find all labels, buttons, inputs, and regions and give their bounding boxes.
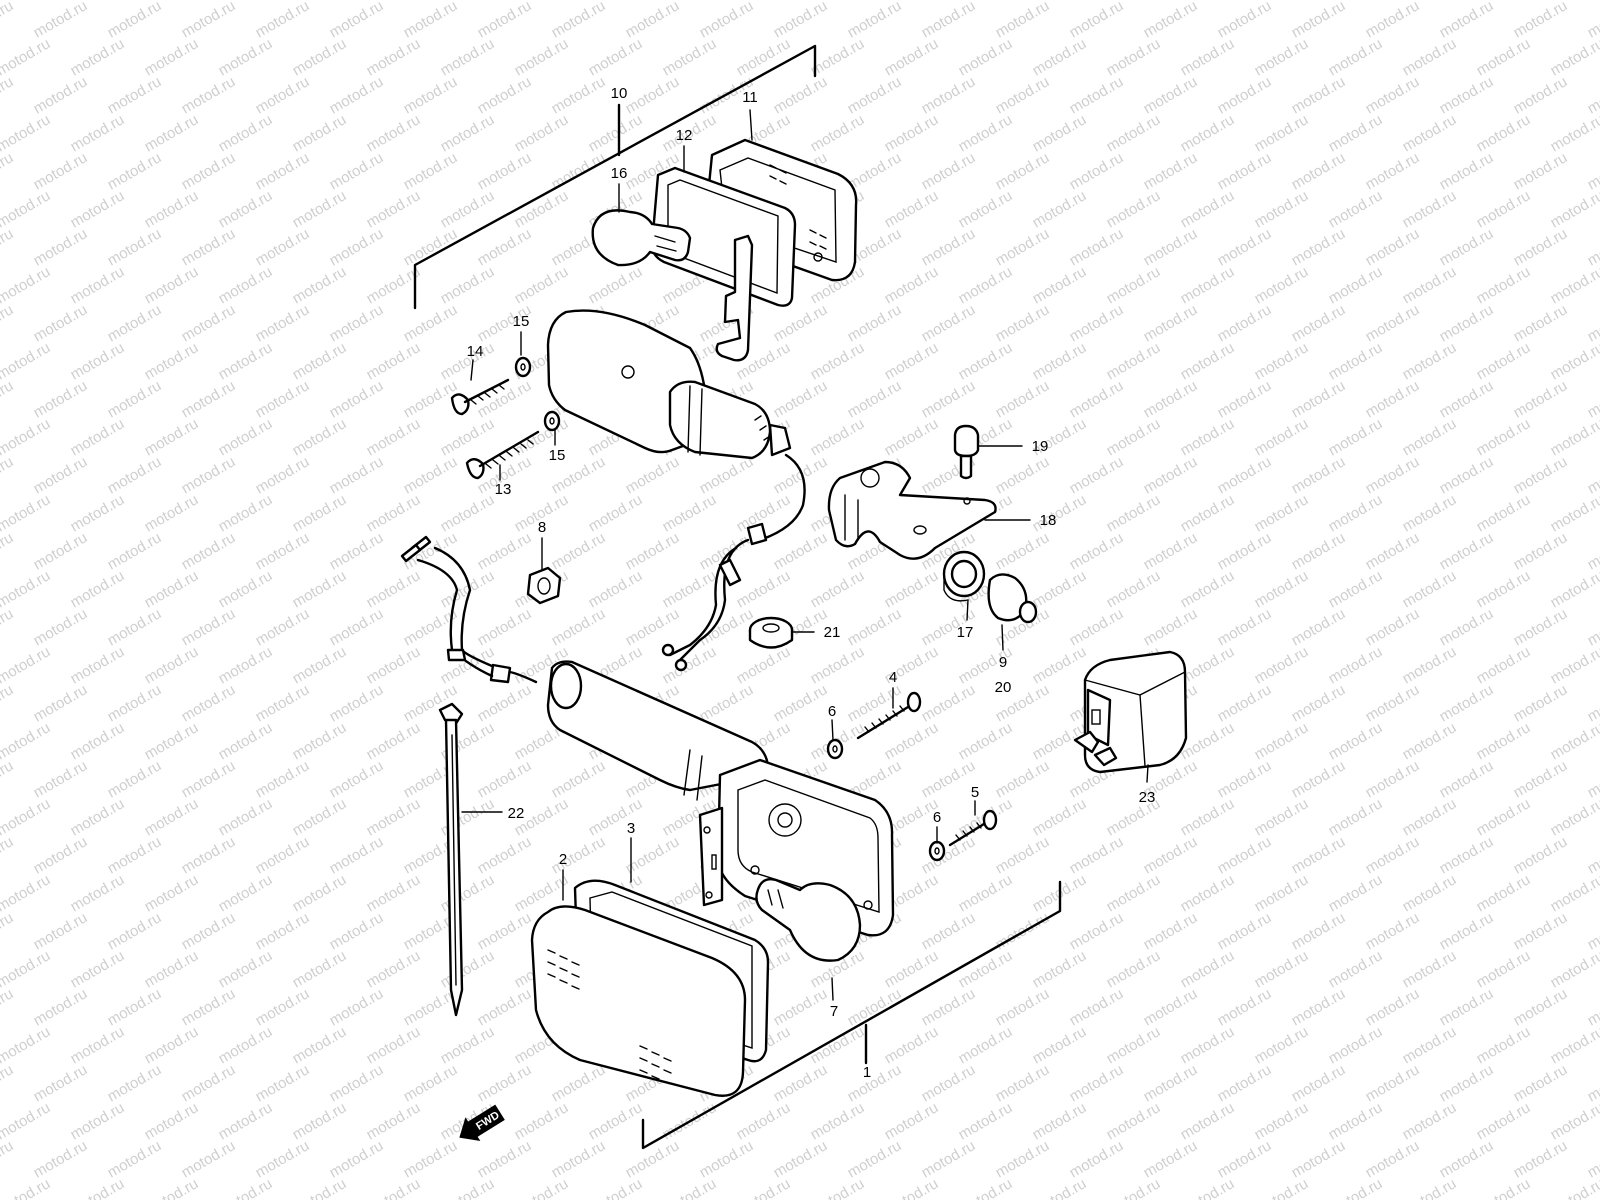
part-label-23: 23 — [1139, 789, 1156, 806]
part-label-11: 11 — [742, 89, 758, 106]
part-label-7: 7 — [830, 1003, 838, 1020]
part-label-19: 19 — [1032, 438, 1049, 455]
part-label-6-right: 6 — [933, 809, 941, 826]
upper-bulb — [591, 209, 692, 267]
lower-signal-wire — [400, 535, 538, 684]
screw-4 — [856, 691, 922, 740]
nut-8 — [526, 566, 562, 605]
part-label-16: 16 — [611, 165, 628, 182]
bolt-19 — [953, 424, 980, 480]
part-label-5: 5 — [971, 784, 979, 801]
lower-assembly-bracket — [641, 880, 1062, 1150]
part-label-18: 18 — [1040, 512, 1057, 529]
leader-lines — [461, 109, 1149, 1001]
part-label-10: 10 — [611, 85, 628, 102]
part-label-2: 2 — [559, 851, 567, 868]
part-label-22: 22 — [508, 805, 525, 822]
rubber-ring-21 — [748, 616, 794, 649]
washer-6-left — [826, 738, 844, 760]
lower-bulb — [755, 877, 862, 962]
mount-bracket-18 — [827, 460, 997, 560]
upper-assembly-bracket — [413, 44, 817, 310]
washer-15-upper — [514, 356, 532, 378]
part-label-14: 14 — [467, 343, 484, 360]
cable-tie-22 — [438, 702, 464, 1017]
part-label-8: 8 — [538, 519, 546, 536]
upper-signal-housing — [546, 309, 792, 460]
upper-signal-wire — [661, 453, 806, 672]
part-label-4: 4 — [889, 669, 897, 686]
part-label-20: 20 — [995, 679, 1012, 696]
part-label-17: 17 — [957, 624, 974, 641]
screw-14 — [450, 378, 510, 416]
part-labels: 10 11 12 16 15 14 15 13 8 19 18 17 9 20 … — [467, 85, 1156, 1081]
part-label-3: 3 — [627, 820, 635, 837]
part-label-6-left: 6 — [828, 703, 836, 720]
part-label-15-lower: 15 — [549, 447, 566, 464]
part-label-13: 13 — [495, 481, 512, 498]
part-label-15-upper: 15 — [513, 313, 530, 330]
washer-6-right — [928, 840, 946, 862]
grommet-17 — [942, 550, 986, 602]
screw-13 — [465, 430, 540, 480]
grommet-9 — [987, 573, 1038, 624]
upper-socket-bracket — [715, 234, 754, 362]
part-label-1: 1 — [863, 1064, 871, 1081]
part-label-12: 12 — [676, 127, 693, 144]
relay-23 — [1073, 650, 1188, 774]
screw-5 — [948, 809, 998, 847]
part-label-21: 21 — [824, 624, 841, 641]
washer-15-lower — [543, 410, 561, 432]
lower-lens — [530, 905, 747, 1097]
part-label-9: 9 — [999, 654, 1007, 671]
forward-direction-badge: FWD — [459, 1104, 505, 1142]
